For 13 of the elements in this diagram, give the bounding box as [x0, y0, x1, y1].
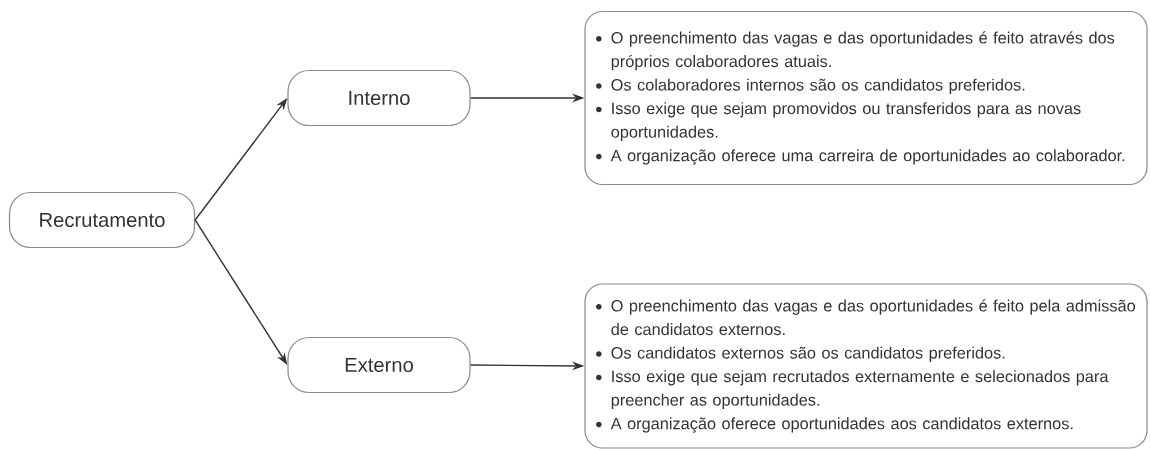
process-box: Recrutamento — [8, 191, 196, 249]
bullet-item: Isso exige que sejam recrutados externamente e selecionados para preencher as oportunidades. — [596, 370, 1109, 409]
bullet-item: Os candidatos externos são os candidatos preferidos. — [596, 346, 1005, 362]
info-box — [584, 283, 1148, 449]
bullet-item: Os colaboradores internos são os candidatos preferidos. — [596, 78, 1025, 94]
bullet-item: A organização oferece oportunidades aos candidatos externos. — [596, 417, 1073, 433]
process-box: Externo — [287, 336, 471, 394]
bullet-item: Isso exige que sejam promovidos ou transferidos para as novas oportunidades. — [596, 102, 1081, 141]
bullet-item: O preenchimento das vagas e das oportunidades é feito através dos próprios colaboradores atuais. — [596, 31, 1115, 71]
bullet-item: O preenchimento das vagas e das oportunidades é feito pela admissão de candidatos externos. — [596, 299, 1136, 336]
bullet-item: A organização oferece uma carreira de oportunidades ao colaborador. — [596, 149, 1125, 165]
info-box — [584, 10, 1148, 186]
process-box: Interno — [287, 69, 471, 127]
